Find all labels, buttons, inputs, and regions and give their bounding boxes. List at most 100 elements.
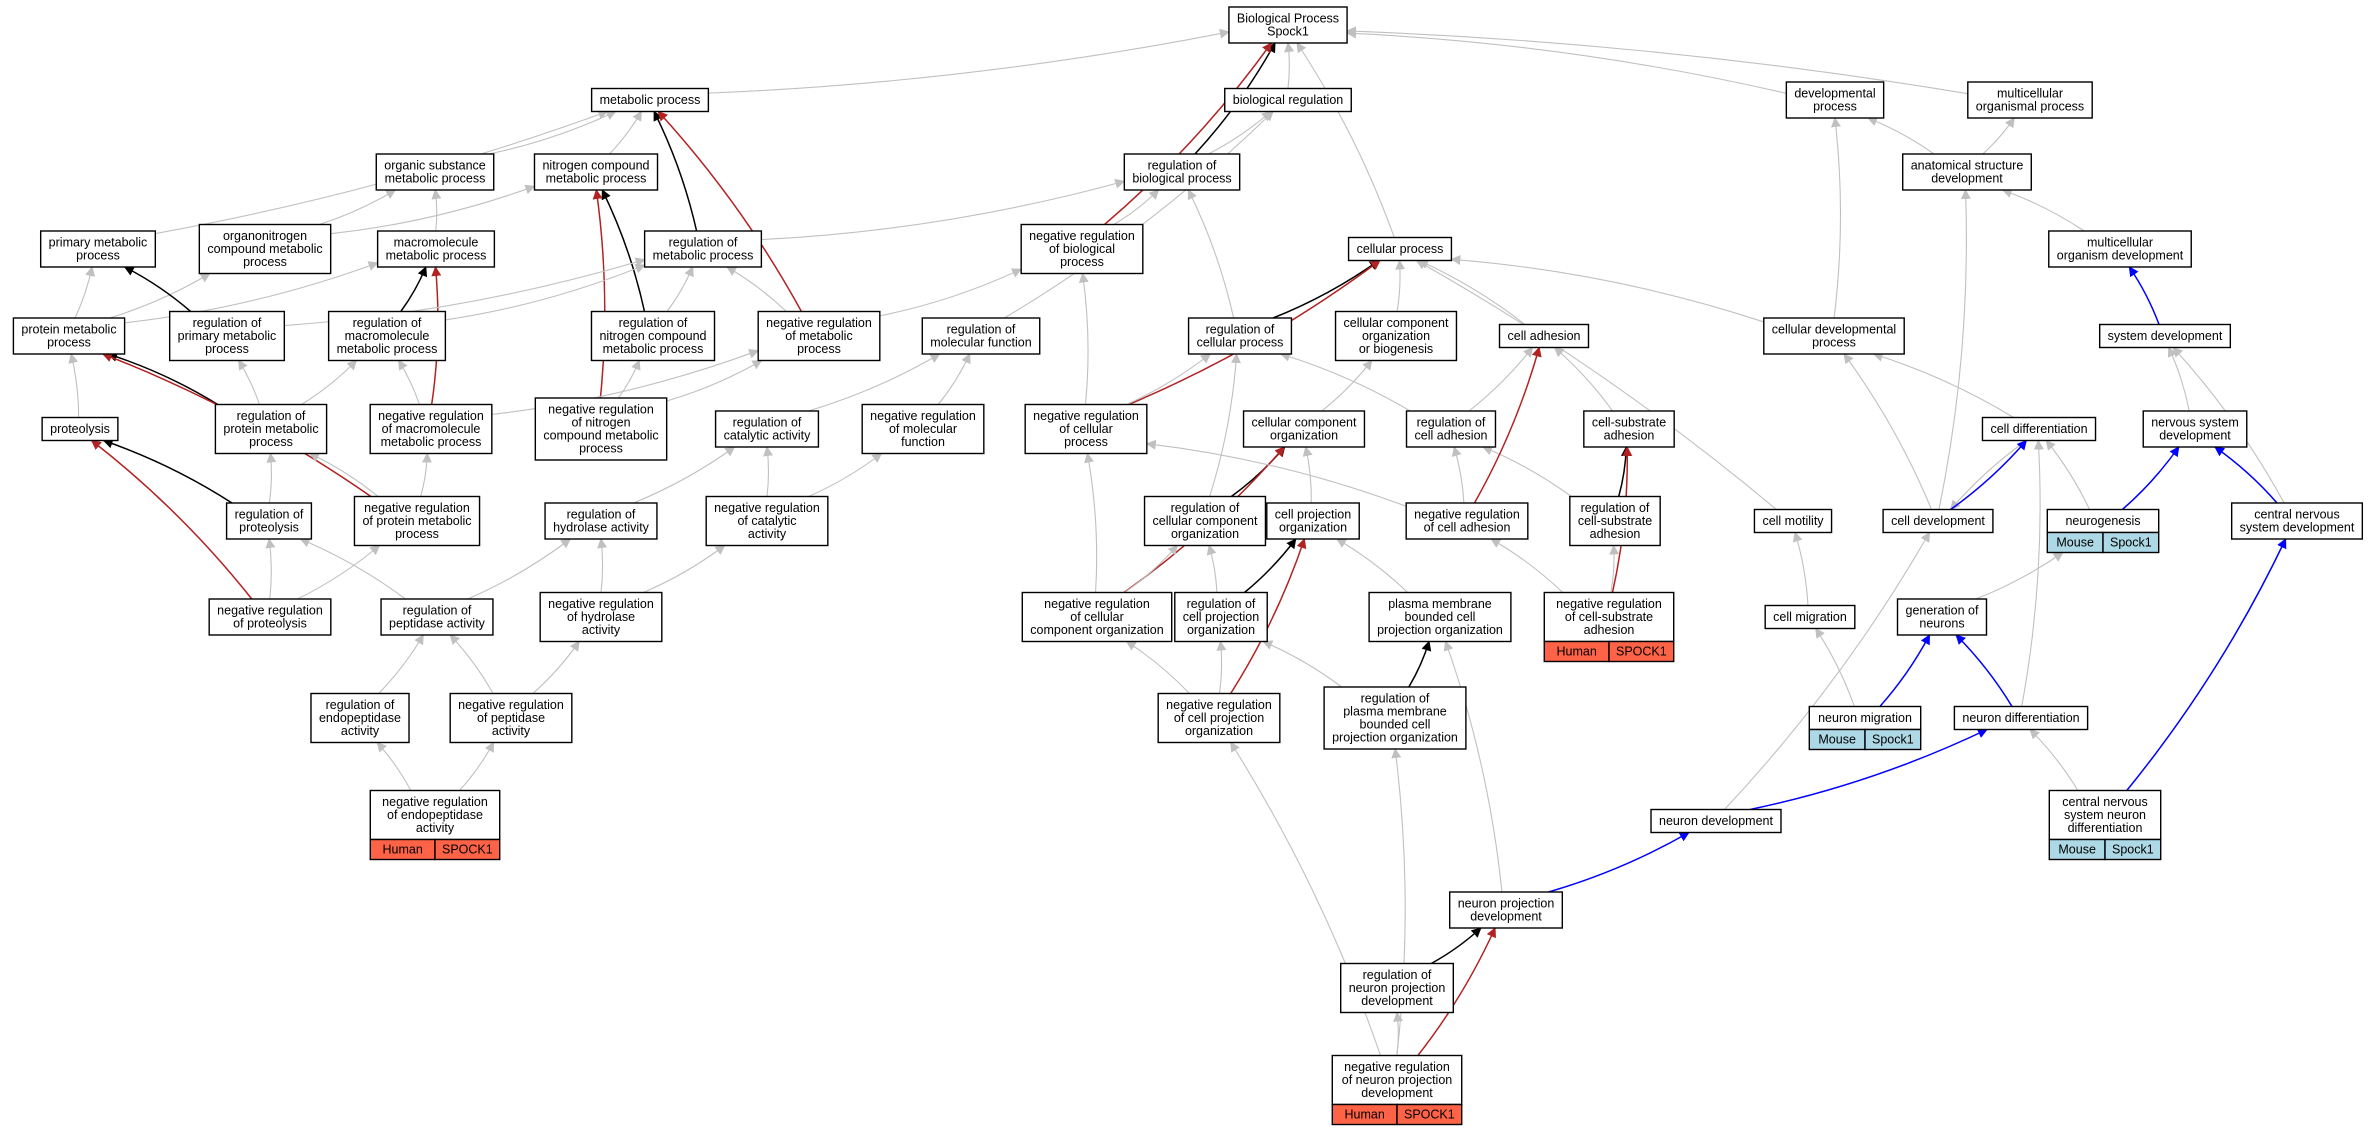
go-term-node-bioreg[interactable]: biological regulation bbox=[1224, 87, 1352, 113]
edge-gray bbox=[488, 110, 617, 155]
node-label-line: cellular component bbox=[1153, 514, 1258, 528]
go-term-node-celldiff[interactable]: cell differentiation bbox=[1981, 416, 2097, 442]
node-label-line: of neuron projection bbox=[1342, 1073, 1453, 1087]
node-label-line: function bbox=[901, 435, 945, 449]
go-term-node-celldev[interactable]: cell development bbox=[1882, 508, 1994, 534]
go-term-node-metabolic[interactable]: metabolic process bbox=[590, 87, 710, 113]
node-box bbox=[643, 230, 763, 268]
go-term-node-cellular[interactable]: cellular process bbox=[1347, 236, 1453, 262]
node-label-line: organization bbox=[1270, 429, 1338, 443]
node-label-line: regulation of bbox=[1417, 416, 1486, 430]
node-label-line: neuron development bbox=[1659, 814, 1773, 828]
node-box bbox=[41, 416, 119, 442]
edge-black bbox=[1408, 640, 1432, 688]
go-term-node-neurdiff[interactable]: neuron differentiation bbox=[1953, 705, 2089, 731]
edge-gray bbox=[378, 634, 424, 694]
edge-gray bbox=[1346, 26, 1968, 95]
go-term-node-cellmig[interactable]: cell migration bbox=[1764, 604, 1856, 630]
edge-gray bbox=[1451, 446, 1465, 504]
edge-gray bbox=[1815, 627, 1855, 707]
edge-gray bbox=[1609, 544, 1620, 593]
node-label-line: bounded cell bbox=[1405, 610, 1476, 624]
tag-gene-cell bbox=[1864, 728, 1922, 751]
edge-gray bbox=[1262, 640, 1342, 688]
edge-black bbox=[1230, 446, 1286, 498]
edge-blue bbox=[2121, 446, 2180, 511]
go-term-node-proteolysis[interactable]: proteolysis bbox=[41, 416, 119, 442]
tag-gene-cell bbox=[1396, 1103, 1463, 1126]
node-label-line: plasma membrane bbox=[1388, 597, 1492, 611]
edge-gray bbox=[2045, 439, 2091, 510]
node-label-line: of catalytic bbox=[737, 514, 796, 528]
go-term-node-sysdev[interactable]: system development bbox=[2098, 323, 2232, 349]
go-term-node-celladh[interactable]: cell adhesion bbox=[1498, 323, 1590, 349]
edge-gray bbox=[1450, 255, 1764, 323]
node-label-line: cell migration bbox=[1773, 610, 1847, 624]
go-term-node-neurdev[interactable]: neuron development bbox=[1650, 808, 1782, 834]
node-label-line: metabolic process bbox=[603, 342, 704, 356]
node-label-line: process bbox=[205, 342, 249, 356]
go-term-node-cellmot[interactable]: cell motility bbox=[1753, 508, 1833, 534]
